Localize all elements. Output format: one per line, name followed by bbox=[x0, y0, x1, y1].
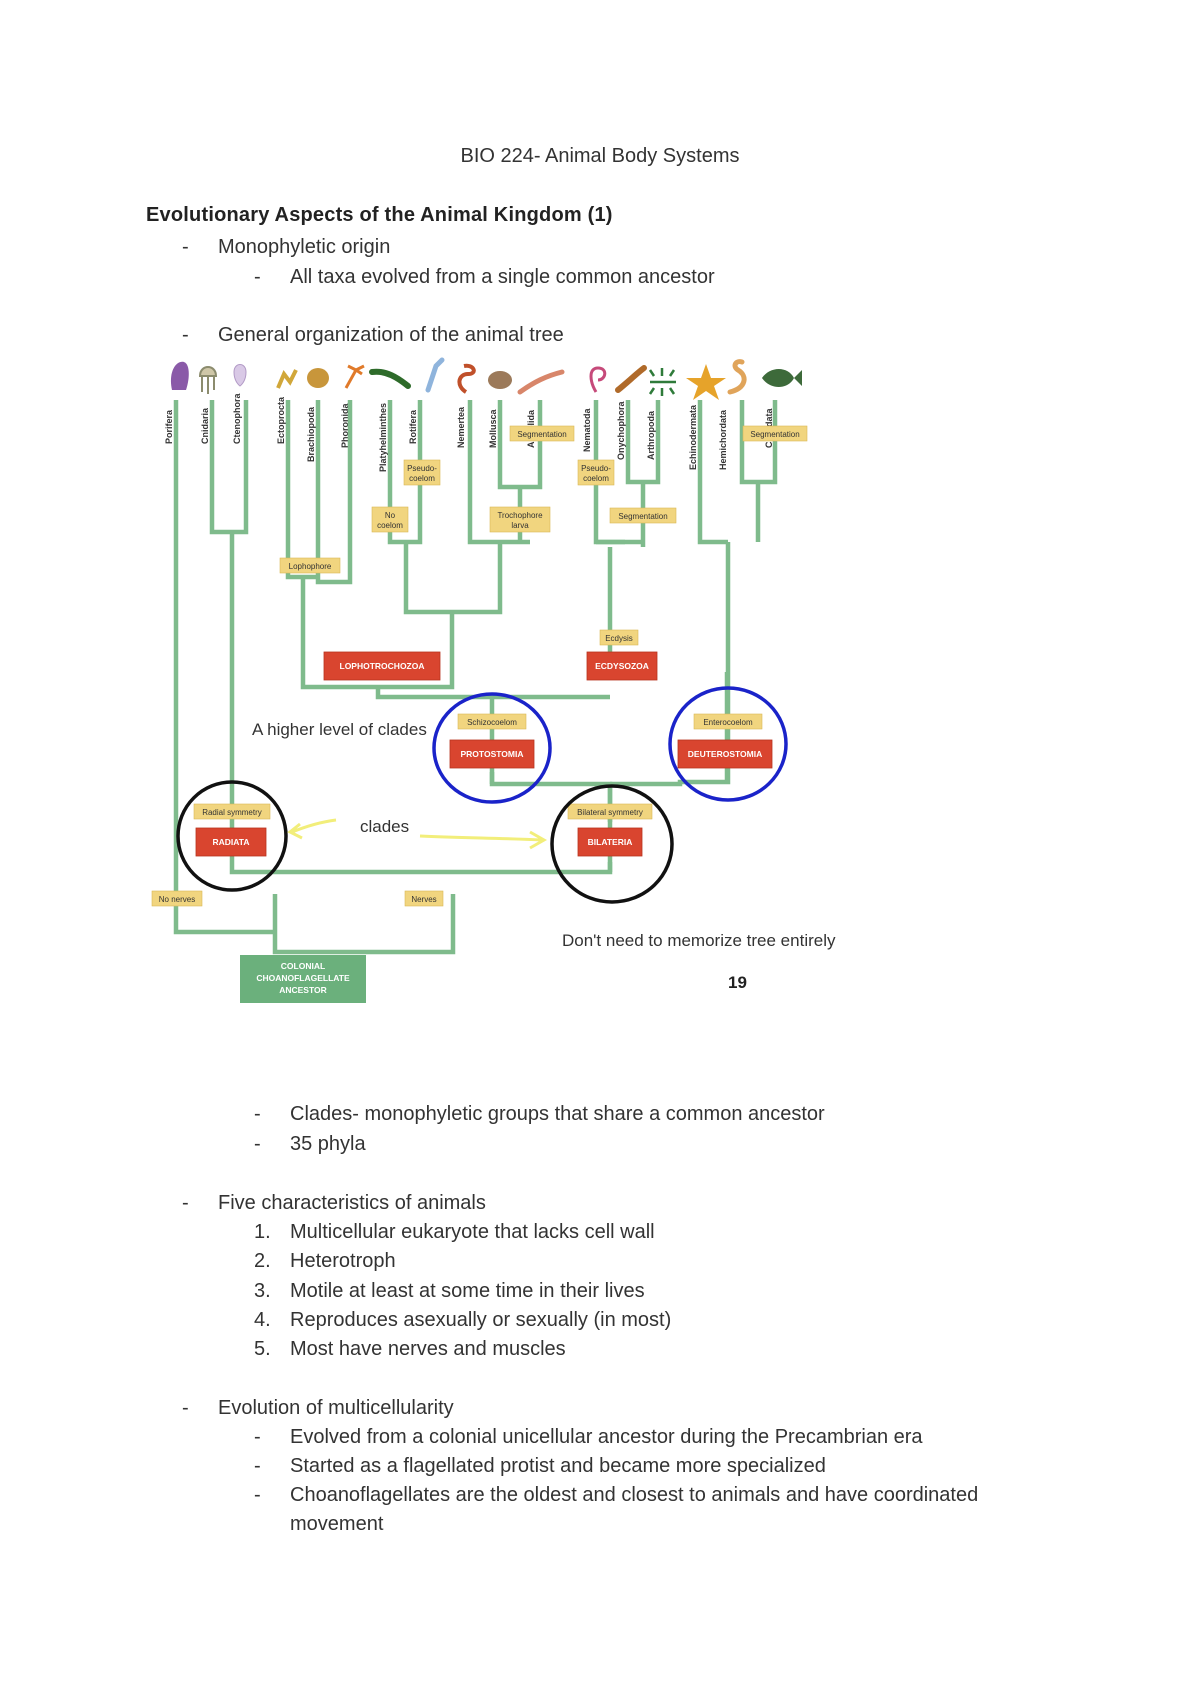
svg-text:coelom: coelom bbox=[377, 521, 403, 530]
circle-bilateria bbox=[550, 784, 674, 904]
trait-enterocoelom: Enterocoelom bbox=[703, 718, 753, 727]
trait-radial-symmetry: Radial symmetry bbox=[202, 808, 262, 817]
phylum-label-nemertea: Nemertea bbox=[456, 406, 466, 448]
velvet-worm-icon bbox=[615, 365, 647, 393]
flatworm-icon bbox=[369, 368, 411, 389]
phylum-label-platyhelminthes: Platyhelminthes bbox=[378, 403, 388, 472]
arthropod-icon bbox=[648, 368, 676, 396]
clade-ecdysozoa: ECDYSOZOA bbox=[595, 661, 649, 671]
phylum-label-rotifera: Rotifera bbox=[408, 409, 418, 444]
root-ancestor-line-1: COLONIAL bbox=[281, 961, 325, 971]
sponge-icon bbox=[170, 361, 189, 390]
root-ancestor-line-2: CHOANOFLAGELLATE bbox=[256, 973, 350, 983]
phylum-label-ectoprocta: Ectoprocta bbox=[276, 396, 286, 444]
trait-labels: Segmentation Pseudo- coelom No coelom Tr… bbox=[151, 425, 808, 907]
circle-deuterostomia bbox=[668, 686, 788, 802]
root-ancestor-line-3: ANCESTOR bbox=[279, 985, 327, 995]
svg-text:larva: larva bbox=[511, 521, 529, 530]
root-ancestor-box bbox=[240, 955, 366, 1003]
starfish-icon bbox=[686, 364, 726, 400]
phoronid-icon bbox=[344, 364, 365, 389]
bullet-text: 35 phyla bbox=[290, 1133, 366, 1155]
svg-text:coelom: coelom bbox=[583, 474, 609, 483]
trait-lophophore: Lophophore bbox=[289, 562, 332, 571]
annotations: A higher level of clades clades Don't ne… bbox=[176, 686, 836, 992]
circle-radiata bbox=[176, 780, 288, 892]
trait-no-coelom: No bbox=[385, 511, 396, 520]
dash-marker: - bbox=[254, 1103, 261, 1125]
clade-bilateria: BILATERIA bbox=[588, 837, 633, 847]
trait-segmentation-chordata: Segmentation bbox=[750, 430, 799, 439]
clade-labels: LOPHOTROCHOZOA ECDYSOZOA PROTOSTOMIA DEU… bbox=[195, 651, 773, 857]
fish-icon bbox=[762, 369, 802, 387]
phylum-label-cnidaria: Cnidaria bbox=[200, 407, 210, 444]
dash-marker: - bbox=[254, 266, 261, 288]
clade-deuterostomia: DEUTEROSTOMIA bbox=[688, 749, 762, 759]
phylum-label-mollusca: Mollusca bbox=[488, 408, 498, 448]
annotation-memorize: Don't need to memorize tree entirely bbox=[562, 931, 836, 950]
bullet-text: Evolution of multicellularity bbox=[218, 1397, 454, 1419]
trait-segmentation-annelida: Segmentation bbox=[517, 430, 566, 439]
trait-no-nerves: No nerves bbox=[159, 895, 195, 904]
dash-marker: - bbox=[182, 1397, 189, 1419]
annotation-higher-level: A higher level of clades bbox=[252, 720, 427, 739]
brachiopod-icon bbox=[307, 368, 329, 388]
phylum-label-ctenophora: Ctenophora bbox=[232, 393, 242, 444]
trait-pseudocoelom-nematoda: Pseudo- bbox=[581, 464, 611, 473]
trait-trochophore-larva: Trochophore bbox=[497, 511, 543, 520]
bullet-text: All taxa evolved from a single common an… bbox=[290, 266, 715, 288]
svg-text:coelom: coelom bbox=[409, 474, 435, 483]
slide-number: 19 bbox=[728, 973, 747, 992]
dash-marker: - bbox=[254, 1133, 261, 1155]
nematode-icon bbox=[589, 366, 607, 393]
bullet-text: General organization of the animal tree bbox=[218, 324, 564, 346]
annotation-clades: clades bbox=[360, 817, 409, 836]
sub-bullet-continuation: movement bbox=[290, 1513, 384, 1535]
tree-branches bbox=[173, 400, 778, 955]
dash-marker: - bbox=[254, 1455, 261, 1477]
acorn-worm-icon bbox=[727, 359, 747, 395]
arrow-to-bilateria bbox=[419, 830, 548, 850]
phylum-label-onychophora: Onychophora bbox=[616, 401, 626, 460]
trait-segmentation-arthropoda: Segmentation bbox=[618, 512, 667, 521]
trait-bilateral-symmetry: Bilateral symmetry bbox=[577, 808, 643, 817]
trait-nerves: Nerves bbox=[411, 895, 436, 904]
phylum-label-nematoda: Nematoda bbox=[582, 407, 592, 452]
section-heading: Evolutionary Aspects of the Animal Kingd… bbox=[146, 204, 613, 226]
bullet-text: Five characteristics of animals bbox=[218, 1192, 486, 1214]
phylum-label-phoronida: Phoronida bbox=[340, 403, 350, 448]
clade-radiata: RADIATA bbox=[213, 837, 250, 847]
animal-tree-diagram: Porifera Cnidaria Ctenophora Ectoprocta … bbox=[151, 357, 836, 1003]
trait-schizocoelom: Schizocoelom bbox=[467, 718, 517, 727]
phylum-label-echinodermata: Echinodermata bbox=[688, 404, 698, 470]
bullet-text: Clades- monophyletic groups that share a… bbox=[290, 1103, 825, 1125]
document-title: BIO 224- Animal Body Systems bbox=[460, 145, 740, 167]
rotifer-icon bbox=[425, 357, 445, 393]
dash-marker: - bbox=[182, 1192, 189, 1214]
dash-marker: - bbox=[182, 324, 189, 346]
phylum-label-hemichordata: Hemichordata bbox=[718, 409, 728, 470]
phylum-label-brachiopoda: Brachiopoda bbox=[306, 406, 316, 462]
bullet-text: Monophyletic origin bbox=[218, 236, 391, 258]
earthworm-icon bbox=[517, 369, 565, 395]
trait-pseudocoelom-rotifera: Pseudo- bbox=[407, 464, 437, 473]
dash-marker: - bbox=[182, 236, 189, 258]
dash-marker: - bbox=[254, 1484, 261, 1506]
jellyfish-icon bbox=[198, 366, 218, 394]
phylum-label-arthropoda: Arthropoda bbox=[646, 410, 656, 460]
circle-protostomia bbox=[432, 692, 552, 804]
organism-icons bbox=[170, 357, 802, 400]
arrow-to-radiata bbox=[287, 818, 337, 840]
bryozoan-icon bbox=[276, 369, 298, 389]
dash-marker: - bbox=[254, 1426, 261, 1448]
trait-ecdysis: Ecdysis bbox=[605, 634, 633, 643]
snail-icon bbox=[488, 371, 512, 389]
clade-protostomia: PROTOSTOMIA bbox=[461, 749, 524, 759]
phylum-label-porifera: Porifera bbox=[164, 409, 174, 444]
comb-jelly-icon bbox=[233, 364, 247, 387]
clade-lophotrochozoa: LOPHOTROCHOZOA bbox=[340, 661, 425, 671]
ribbon-worm-icon bbox=[457, 363, 476, 394]
